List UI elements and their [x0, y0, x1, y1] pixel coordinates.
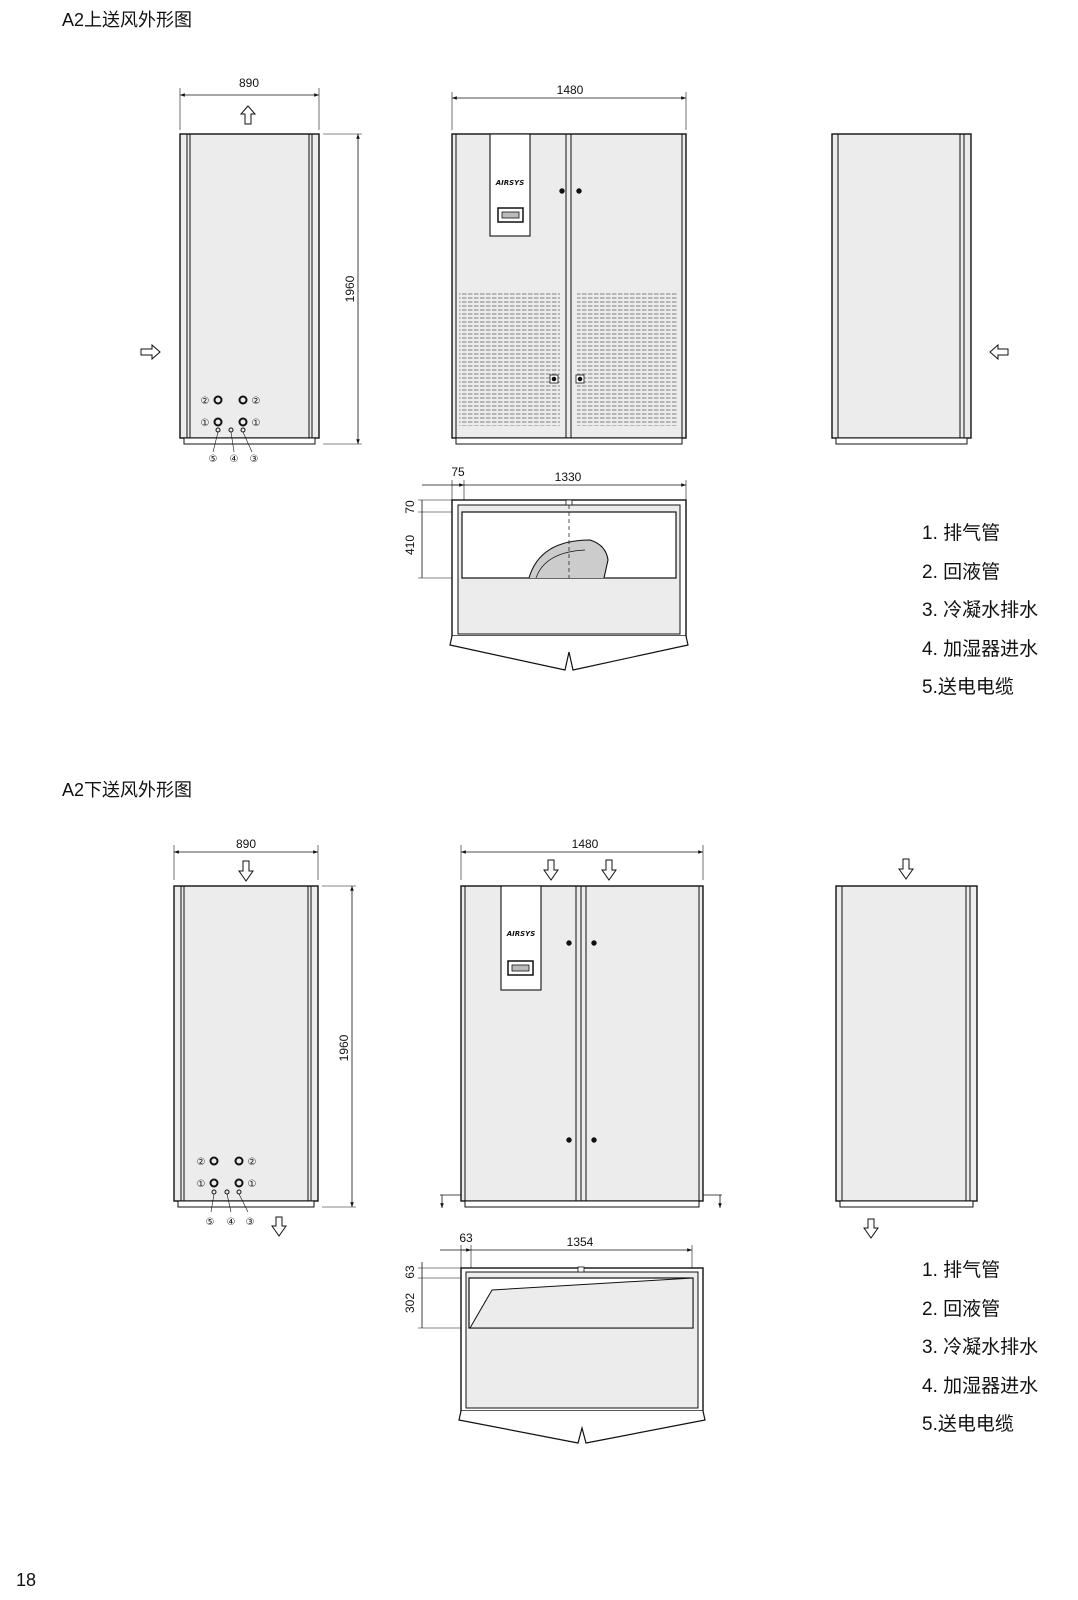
port-marker-2: ②: [248, 1157, 257, 1168]
port-marker-3: ③: [250, 454, 259, 465]
legend-item: 3. 冷凝水排水: [922, 600, 1039, 621]
top-base-b-label: 410: [403, 535, 417, 555]
legend-item: 4. 加湿器进水: [922, 638, 1039, 660]
bottom-base-offset-label: 63: [459, 1231, 473, 1245]
top-legend: 1. 排气管 2. 回液管 3. 冷凝水排水 4. 加湿器进水 5.送电电缆: [922, 515, 1038, 708]
top-front-width-label: 1480: [557, 83, 584, 97]
bottom-left-width-label: 890: [236, 837, 256, 851]
top-base-offset-label: 75: [451, 465, 465, 479]
bottom-base-b-label: 302: [403, 1293, 417, 1313]
legend-item: 1. 排气管: [922, 523, 1001, 544]
port-marker-2: ②: [252, 396, 261, 407]
top-section-title: A2上送风外形图: [62, 10, 193, 30]
bottom-right-side-view: [835, 858, 978, 1239]
port-marker-4: ④: [230, 454, 239, 465]
bottom-front-width-label: 1480: [572, 837, 599, 851]
page-number: 18: [16, 1570, 37, 1590]
bottom-section-title: A2下送风外形图: [62, 780, 193, 800]
bottom-base-width-label: 1354: [567, 1235, 594, 1249]
top-left-width-label: 890: [239, 76, 259, 90]
legend-item: 4. 加湿器进水: [922, 1375, 1039, 1397]
port-marker-5: ⑤: [206, 1217, 215, 1228]
top-front-view: [451, 92, 687, 445]
legend-item: 2. 回液管: [922, 561, 1001, 583]
top-left-height-label: 1960: [343, 275, 357, 302]
airsys-logo: AIRSYS: [506, 930, 536, 938]
port-marker-1: ①: [252, 418, 261, 429]
legend-item: 5.送电电缆: [922, 677, 1014, 698]
port-marker-2: ②: [197, 1157, 206, 1168]
top-left-side-view: [140, 88, 362, 453]
bottom-left-height-label: 1960: [337, 1034, 351, 1061]
port-marker-4: ④: [227, 1217, 236, 1228]
bottom-left-side-view: [173, 845, 356, 1237]
port-marker-5: ⑤: [209, 454, 218, 465]
port-marker-2: ②: [201, 396, 210, 407]
port-marker-1: ①: [248, 1179, 257, 1190]
legend-item: 3. 冷凝水排水: [922, 1337, 1039, 1358]
top-base-width-label: 1330: [555, 470, 582, 484]
top-right-side-view: [831, 133, 1009, 445]
top-base-a-label: 70: [403, 500, 417, 514]
bottom-legend: 1. 排气管 2. 回液管 3. 冷凝水排水 4. 加湿器进水 5.送电电缆: [922, 1252, 1038, 1445]
bottom-base-a-label: 63: [403, 1265, 417, 1279]
airsys-logo: AIRSYS: [495, 179, 525, 187]
bottom-base-plan-view: [418, 1245, 706, 1444]
bottom-front-view: [440, 845, 722, 1208]
legend-item: 1. 排气管: [922, 1260, 1001, 1281]
top-base-plan-view: [418, 480, 689, 671]
port-marker-3: ③: [246, 1217, 255, 1228]
port-marker-1: ①: [201, 418, 210, 429]
legend-item: 2. 回液管: [922, 1298, 1001, 1320]
legend-item: 5.送电电缆: [922, 1414, 1014, 1435]
port-marker-1: ①: [197, 1179, 206, 1190]
